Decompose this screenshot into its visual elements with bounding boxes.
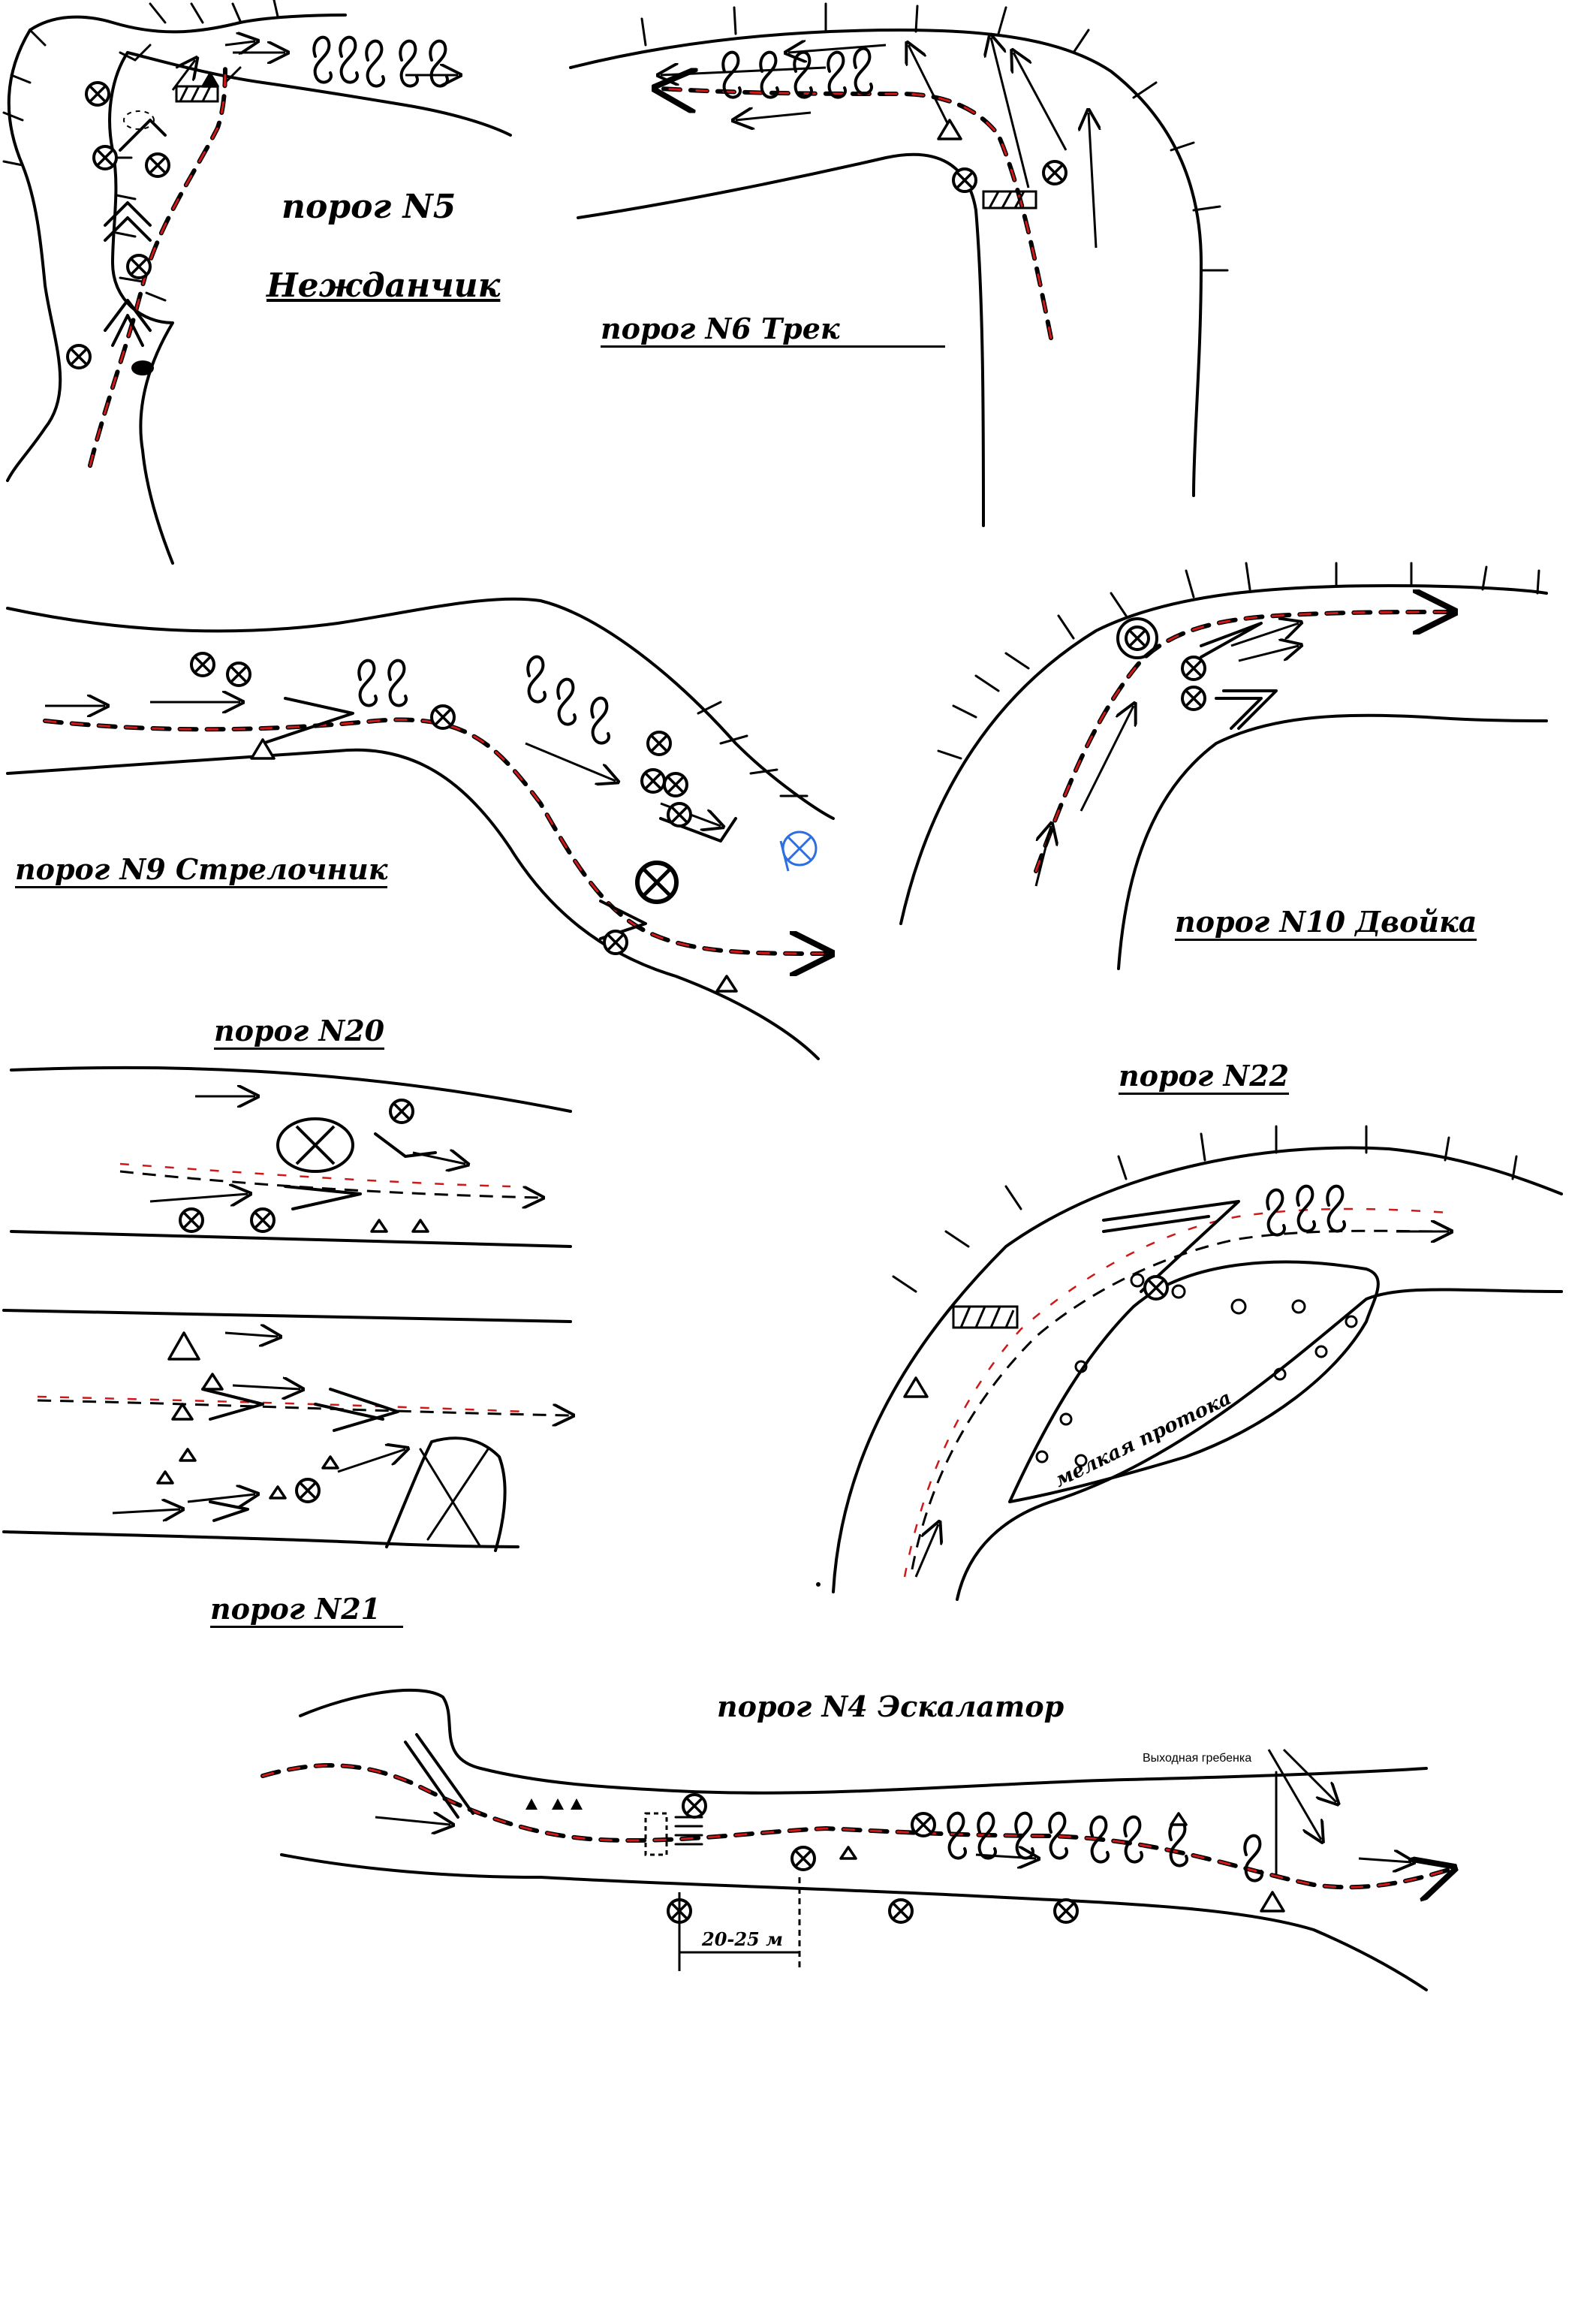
rapid-5-bank-hatching: [2, 0, 279, 302]
rapid-22-bank-hatching: [892, 1125, 1518, 1293]
diagram-rapid-5: [2, 0, 512, 565]
rapid-4-route: [260, 1763, 1449, 1887]
rapid-9-bank-top: [6, 597, 835, 820]
rapid-9-blue-mark: [779, 830, 818, 872]
diagram-rapid-22: [832, 1125, 1563, 1601]
rapid-6-shallow: [982, 190, 1037, 209]
diagram-rapid-10: [899, 562, 1548, 970]
rapid-20-bank-bottom: [10, 1230, 572, 1248]
rapid-22-rock: [1143, 1275, 1169, 1301]
rapid-20-title: порог N20: [214, 1014, 385, 1050]
rapid-22-route: [911, 1231, 1449, 1570]
rapid-9-chevron: [261, 697, 354, 745]
rapid-4-waves: [947, 1811, 1264, 1882]
rapid-6-route: [661, 89, 1053, 340]
rapid-10-title: порог N10 Двойка: [1175, 905, 1477, 941]
rapid-6-outer-bank: [569, 29, 1203, 497]
diagram-rapid-20: [10, 1066, 572, 1248]
rapid-6-inner-bank: [577, 152, 985, 527]
rapid-9-waves: [357, 655, 611, 745]
rapid-20-bank-top: [10, 1066, 572, 1113]
rapid-4-distance-bracket: [678, 1877, 801, 1971]
rapid-22-chevron: [1102, 1200, 1240, 1293]
rapid-5-title: порог N5: [282, 188, 456, 226]
rapid-5-left-bank: [6, 29, 62, 482]
rapid-10-route: [1034, 612, 1449, 873]
rapid-9-bank-bottom: [6, 748, 820, 1060]
rapid-4-chevron: [404, 1733, 474, 1819]
stray-dot: [816, 1582, 821, 1587]
rapid-22-title: порог N22: [1119, 1059, 1290, 1095]
rapid-4-distance-label: 20-25 м: [702, 1928, 783, 1950]
rapid-21-route: [37, 1399, 571, 1415]
rapid-5-name: Нежданчик: [267, 267, 501, 305]
rapid-6-bank-hatching: [640, 2, 1229, 272]
rapid-9-title: порог N9 Стрелочник: [15, 852, 388, 888]
rapid-5-chevron: [119, 119, 167, 152]
rapid-10-inner-bank: [1117, 713, 1548, 970]
diagram-rapid-9: [6, 597, 835, 1060]
rapid-10-bank-hatching: [937, 562, 1540, 760]
rapid-4-gate: [644, 1812, 668, 1856]
rapid-20-route: [119, 1170, 541, 1198]
diagram-rapid-6: [569, 2, 1229, 527]
rapid-4-exit-label: Выходная гребенка: [1143, 1752, 1252, 1765]
rapid-6-rock: [1042, 160, 1068, 185]
rapid-21-boulder: [385, 1436, 507, 1552]
rapid-21-bank-bottom: [2, 1530, 519, 1548]
rapid-5-boulder: [131, 360, 154, 375]
rapid-21-rock: [295, 1478, 321, 1503]
rapid-22-outer-bank: [832, 1146, 1563, 1593]
rapid-21-bank-top: [2, 1309, 572, 1323]
rapid-4-rocks: [667, 1793, 1079, 1924]
rapid-22-island: [1008, 1260, 1380, 1503]
rapid-10-rock: [1125, 625, 1150, 651]
rapid-4-bank-top: [299, 1688, 1428, 1795]
rapid-4-bank-bottom: [280, 1853, 1428, 1991]
rapid-4-title: порог N4 Эскалатор: [717, 1690, 1065, 1723]
rapid-6-waves: [721, 47, 874, 99]
rapid-22-inner-bank: [956, 1288, 1563, 1601]
rapid-5-bank-top: [29, 14, 347, 34]
rapid-10-outer-bank: [899, 584, 1548, 925]
rapid-21-marker: [167, 1331, 200, 1361]
rapid-22-shallow: [952, 1305, 1019, 1329]
rapid-22-island-stones: [1035, 1273, 1358, 1467]
rapid-21-title: порог N21: [210, 1592, 404, 1628]
rapid-6-title: порог N6 Трек: [601, 312, 945, 348]
rapid-9-bank-hatching: [697, 701, 809, 797]
rapid-5-shallow: [175, 85, 219, 103]
diagram-rapid-4: [260, 1688, 1449, 1991]
diagram-rapid-21: [2, 1309, 572, 1552]
